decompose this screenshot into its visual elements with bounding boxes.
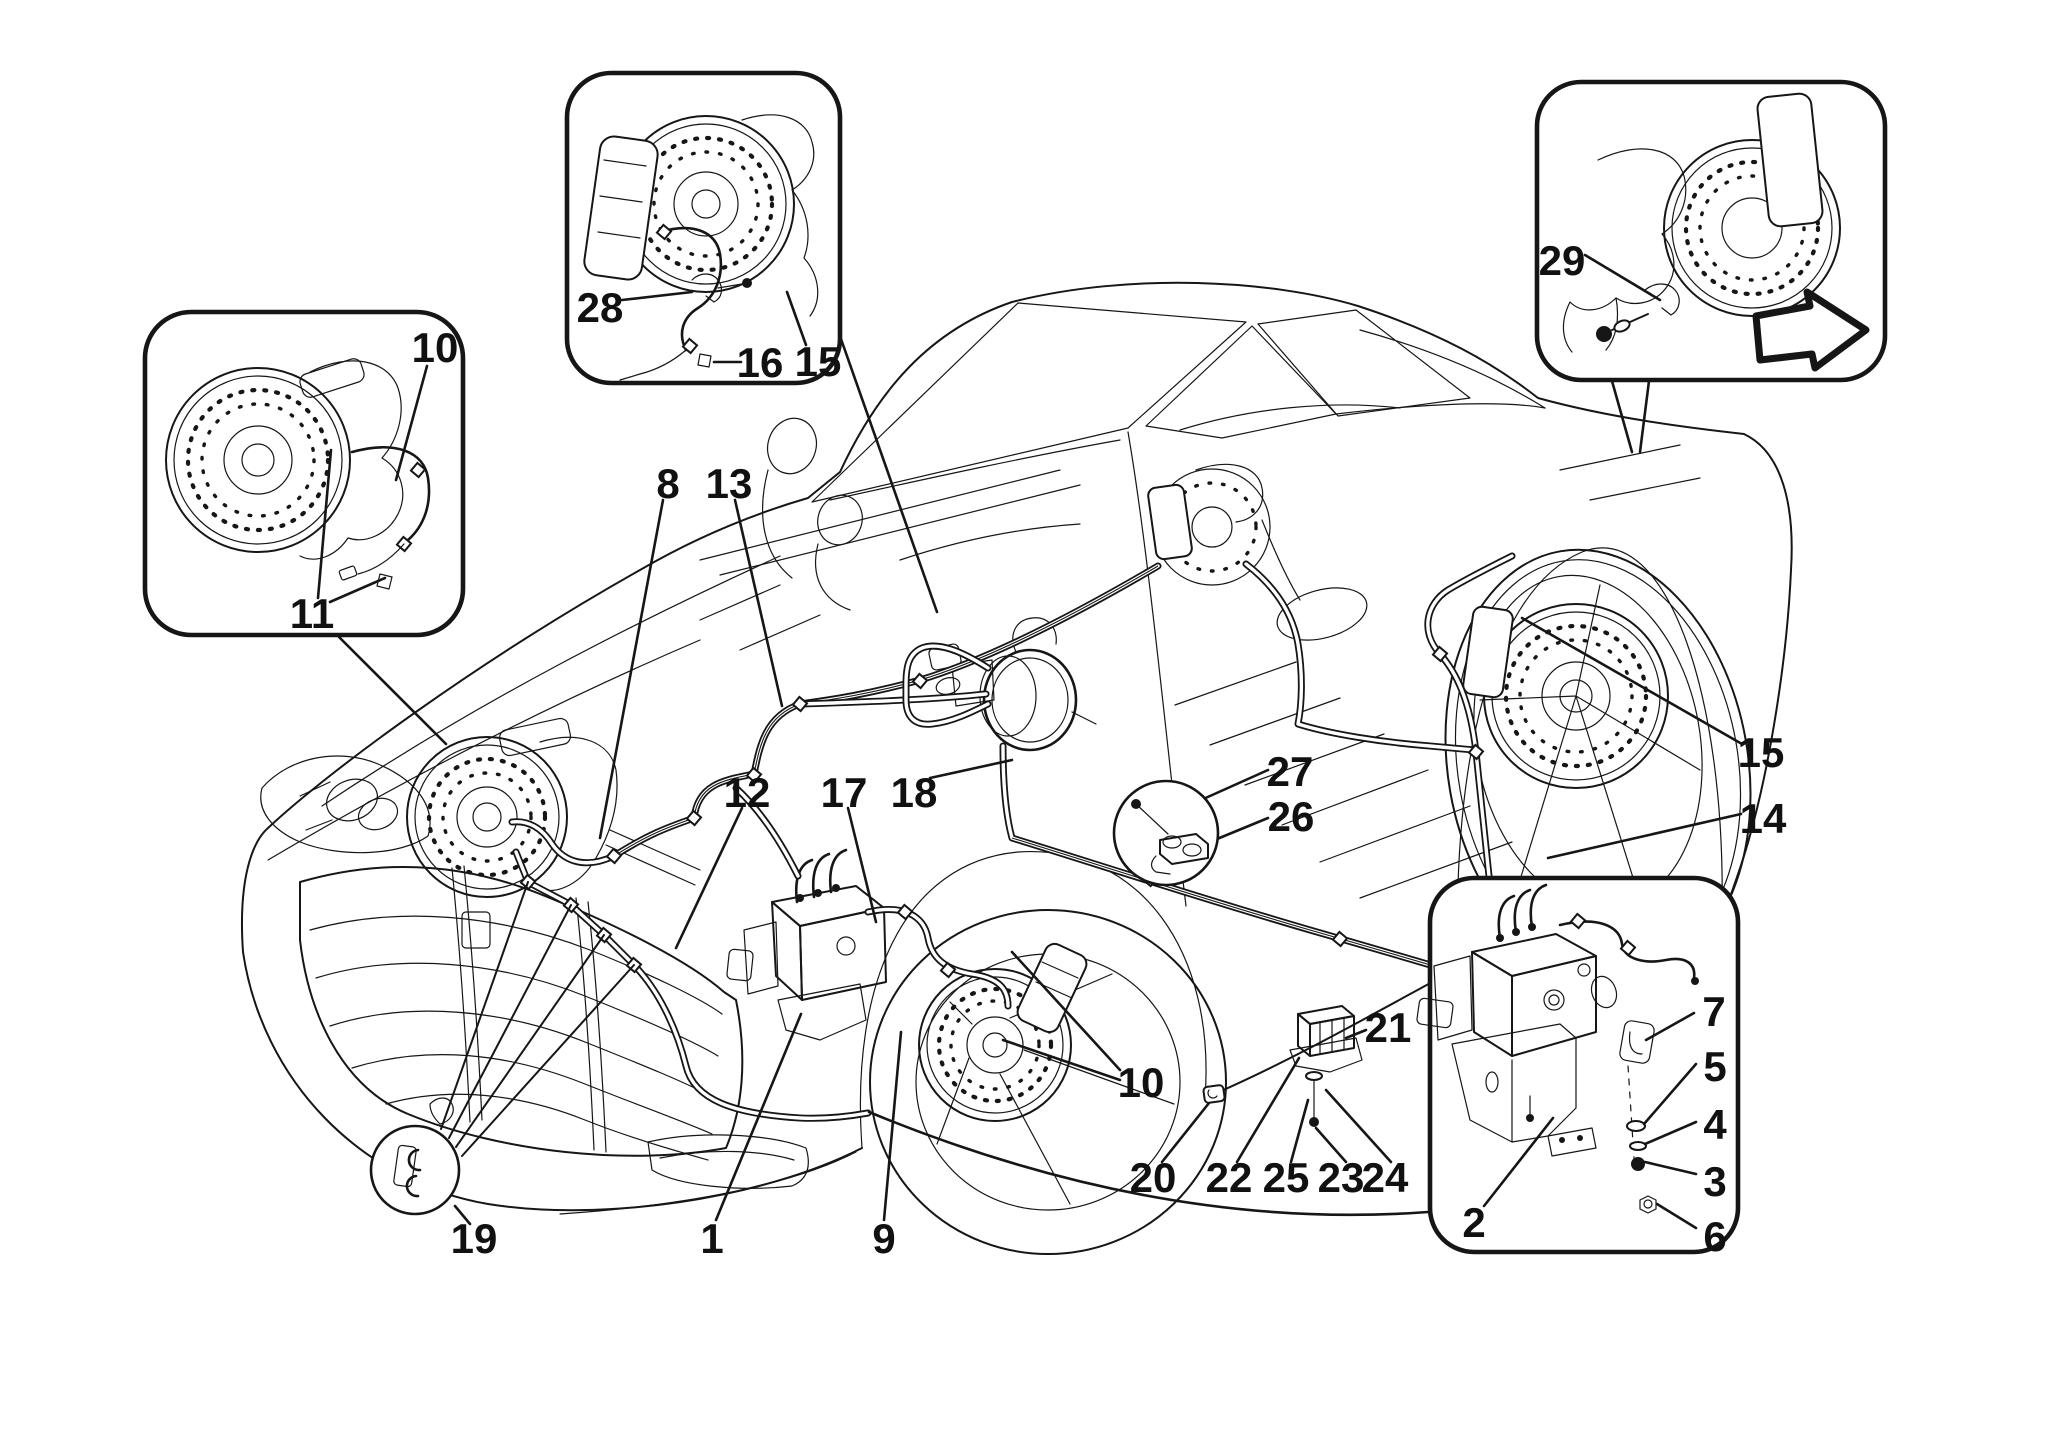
nut-6-part <box>1639 1195 1657 1214</box>
washer-5-part <box>1626 1120 1646 1132</box>
part-label-29: 29 <box>1539 237 1586 284</box>
part-label-10-inset: 10 <box>412 324 459 371</box>
part-label-9: 9 <box>872 1215 895 1262</box>
horse-emblem <box>429 1097 454 1125</box>
part-label-26: 26 <box>1268 793 1315 840</box>
part-label-15-inset: 15 <box>795 338 842 385</box>
cover-7-part <box>1619 1020 1655 1064</box>
part-label-7: 7 <box>1702 988 1725 1035</box>
screw-3-part <box>1631 1157 1645 1171</box>
washer-4-part <box>1629 1141 1647 1151</box>
part-label-20: 20 <box>1130 1154 1177 1201</box>
abs-bracket <box>1451 1023 1577 1143</box>
part-label-8: 8 <box>656 460 679 507</box>
part-label-19: 19 <box>451 1215 498 1262</box>
interior-seats <box>762 404 1401 611</box>
headlight <box>260 755 431 854</box>
inset-pipe-union-detail <box>1112 779 1220 887</box>
part-label-5: 5 <box>1703 1043 1726 1090</box>
part-label-24: 24 <box>1362 1154 1409 1201</box>
door-mirror <box>1261 519 1368 641</box>
part-label-17: 17 <box>821 769 868 816</box>
bracket-29 <box>1644 283 1680 316</box>
clamp-20-part <box>1202 1084 1226 1104</box>
brake-booster-master-cylinder <box>928 617 1097 752</box>
bracket-28 <box>691 273 723 303</box>
inset-front-brake <box>564 70 939 614</box>
part-label-14: 14 <box>1740 795 1787 842</box>
part-label-23: 23 <box>1318 1154 1365 1201</box>
part-label-18: 18 <box>891 769 938 816</box>
inset-abs-hydraulic-unit <box>1416 875 1741 1255</box>
rear-right-brake-phantom <box>1147 463 1271 586</box>
part-label-27: 27 <box>1267 748 1314 795</box>
pipe-clamps <box>519 645 1485 979</box>
front-left-wheel <box>869 909 1227 1255</box>
inset-rear-left-brake <box>142 309 466 746</box>
part-label-22: 22 <box>1206 1154 1253 1201</box>
abs-unit-on-car <box>726 848 887 1041</box>
part-label-13: 13 <box>706 460 753 507</box>
part-label-1: 1 <box>700 1215 723 1262</box>
inset-pipe-clip-detail <box>369 1124 461 1216</box>
part-label-15: 15 <box>1738 729 1785 776</box>
pad-clamp-16 <box>697 353 712 368</box>
front-left-caliper <box>1016 942 1088 1034</box>
inset-rear-right-brake <box>1534 79 1888 454</box>
rear-caliper <box>1462 605 1514 699</box>
part-label-10: 10 <box>1118 1059 1165 1106</box>
ferrari-badge <box>461 911 491 949</box>
front-grille <box>299 865 744 1161</box>
part-label-2: 2 <box>1462 1199 1485 1246</box>
part-label-21: 21 <box>1365 1004 1412 1051</box>
direction-arrow <box>1752 288 1870 372</box>
part-label-3: 3 <box>1703 1158 1726 1205</box>
part-label-4: 4 <box>1703 1101 1727 1148</box>
part-label-16: 16 <box>737 339 784 386</box>
part-label-12: 12 <box>724 769 771 816</box>
part-label-28: 28 <box>577 284 624 331</box>
abs-mounting-hardware <box>1619 1020 1657 1214</box>
part-label-6: 6 <box>1703 1213 1726 1260</box>
part-label-11-inset: 11 <box>290 590 334 637</box>
relay-21-bracket-22-hardware <box>1289 1005 1363 1127</box>
part-label-25: 25 <box>1263 1154 1310 1201</box>
abs-unit-detail <box>1416 883 1699 1157</box>
part-labels: 10 11 28 16 15 29 8 13 12 17 18 27 26 15… <box>290 237 1787 1262</box>
brake-pipes <box>508 552 1516 1122</box>
foglamp-strip <box>647 1134 809 1189</box>
